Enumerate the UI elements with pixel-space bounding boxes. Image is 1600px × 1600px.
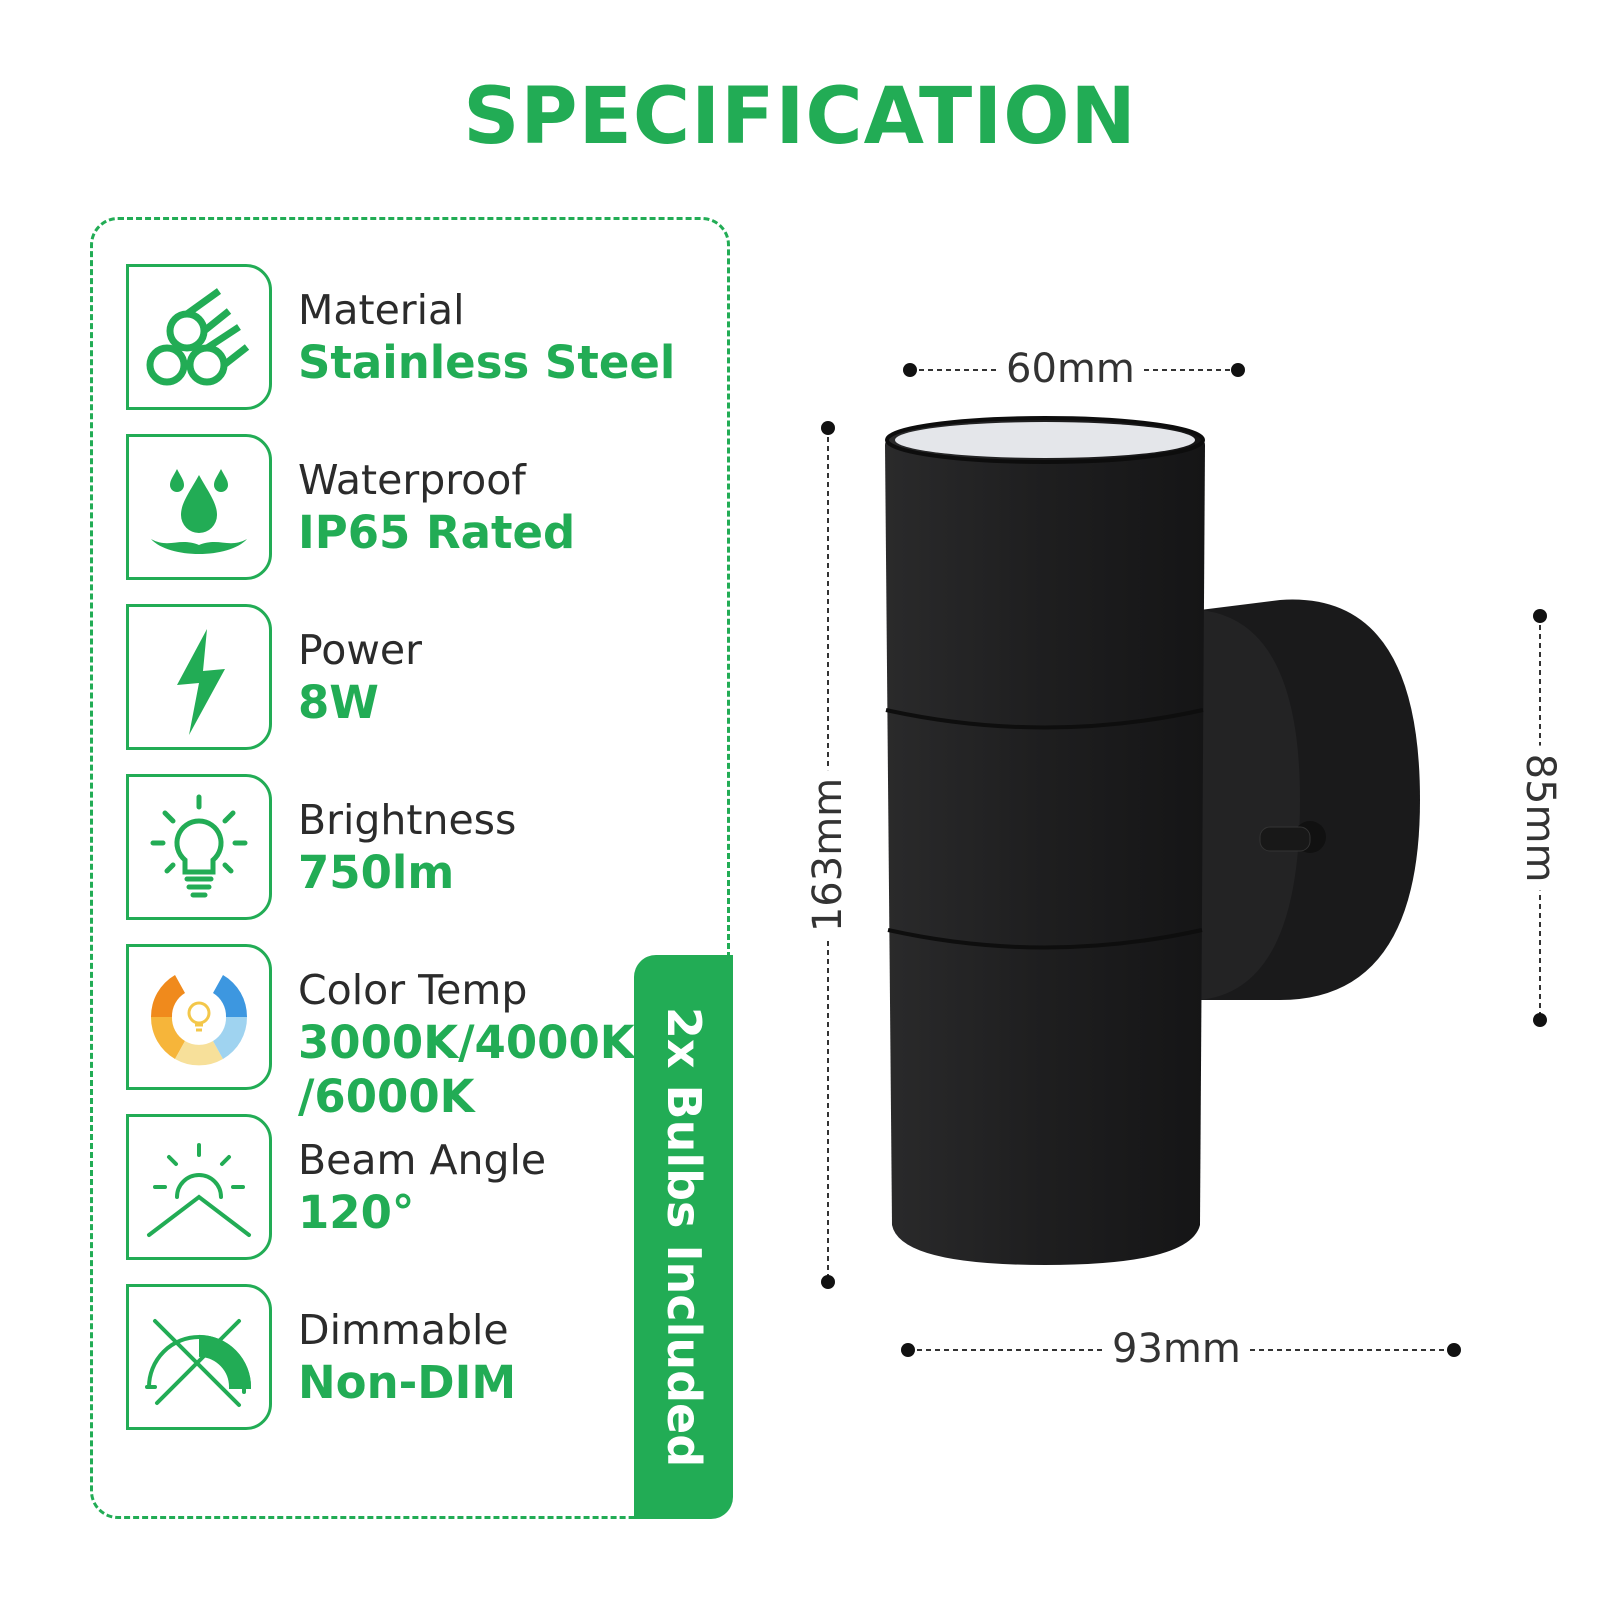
spec-value: 750lm xyxy=(298,846,455,899)
spec-panel xyxy=(90,217,730,1519)
width-dimension-label: 60mm xyxy=(998,346,1143,392)
spec-row-color-temp: Color Temp 3000K/4000K /6000K xyxy=(126,944,706,1123)
water-drop-icon xyxy=(126,434,272,580)
lightning-icon xyxy=(126,604,272,750)
spec-row-brightness: Brightness 750lm xyxy=(126,774,706,920)
spec-row-beam-angle: Beam Angle 120° xyxy=(126,1114,706,1260)
spec-label: Waterproof xyxy=(298,456,526,504)
spec-label: Material xyxy=(298,286,465,334)
spec-row-power: Power 8W xyxy=(126,604,706,750)
spec-label: Beam Angle xyxy=(298,1136,547,1184)
sun-angle-icon xyxy=(126,1114,272,1260)
page-title: SPECIFICATION xyxy=(463,72,1137,162)
spec-row-dimmable: Dimmable Non-DIM xyxy=(126,1284,706,1430)
spec-value: IP65 Rated xyxy=(298,506,576,559)
spec-label: Color Temp xyxy=(298,966,528,1014)
spec-label: Brightness xyxy=(298,796,517,844)
bulbs-included-banner: 2x Bulbs Included xyxy=(634,955,733,1519)
spec-value: Stainless Steel xyxy=(298,336,676,389)
wall-lamp-illustration xyxy=(885,416,1420,1265)
spec-value: 3000K/4000K /6000K xyxy=(298,1016,635,1123)
spec-label: Dimmable xyxy=(298,1306,509,1354)
spec-value: Non-DIM xyxy=(298,1356,517,1409)
pipes-icon xyxy=(126,264,272,410)
color-wheel-icon xyxy=(126,944,272,1090)
spec-label: Power xyxy=(298,626,422,674)
spec-row-material: Material Stainless Steel xyxy=(126,264,706,410)
height-dimension-label: 163mm xyxy=(805,769,851,941)
dimmer-dial-icon xyxy=(126,1284,272,1430)
lamp-body xyxy=(885,418,1205,1265)
total-width-dimension-label: 93mm xyxy=(1104,1326,1249,1372)
depth-dimension-label: 85mm xyxy=(1517,745,1563,891)
bulb-icon xyxy=(126,774,272,920)
lamp-lens xyxy=(895,422,1195,458)
spec-row-waterproof: Waterproof IP65 Rated xyxy=(126,434,706,580)
spec-value: 120° xyxy=(298,1186,415,1239)
spec-value: 8W xyxy=(298,676,379,729)
